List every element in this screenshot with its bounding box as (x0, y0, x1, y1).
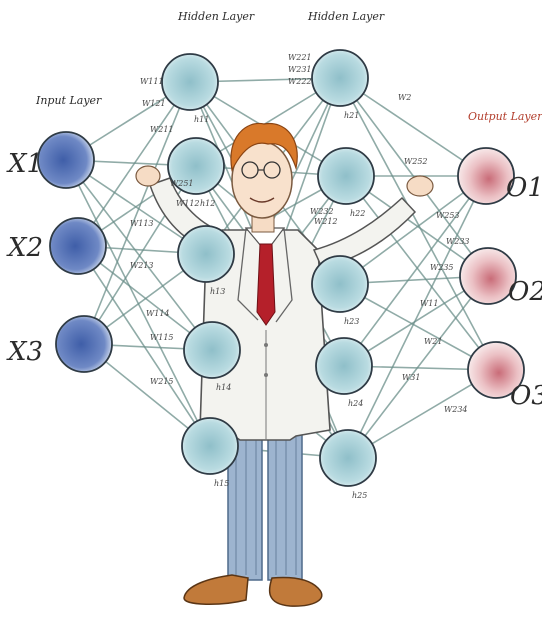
connection-line (77, 81, 191, 247)
connection-line (339, 175, 487, 285)
weight-label: W111 (140, 77, 164, 86)
hidden1-node-label: h13 (210, 287, 225, 296)
left-hand (135, 165, 161, 187)
weight-label: W212 (314, 217, 338, 226)
weight-label: W235 (430, 263, 454, 272)
hidden2-node (311, 255, 369, 313)
weight-label: W215 (150, 377, 174, 386)
input-label-x3: X3 (6, 337, 43, 367)
tie (256, 243, 276, 326)
input-node (49, 217, 107, 275)
connection-line (339, 283, 497, 371)
connection-line (65, 159, 211, 447)
weight-label: W11 (420, 299, 438, 308)
left-shoe (183, 574, 249, 606)
hidden1-node (181, 417, 239, 475)
hidden2-node-label: h23 (344, 317, 359, 326)
hidden2-node (311, 49, 369, 107)
weight-label: W121 (142, 99, 166, 108)
connection-line (347, 175, 487, 459)
scientist-figure (135, 122, 434, 607)
connection-line (345, 175, 497, 371)
weight-label: W221 (288, 53, 312, 62)
hidden1-node (167, 137, 225, 195)
hidden-layer-1-title-line1: Hidden Layer (177, 10, 255, 23)
output-label-o1: O1 (506, 173, 542, 203)
connection-line (347, 275, 489, 459)
hidden-layer-2-title: Hidden Layer (307, 10, 385, 23)
hidden2-node-label: h21 (344, 111, 359, 120)
hidden2-node (315, 337, 373, 395)
output-layer-title: Output Layer (468, 110, 542, 123)
weight-label: W222 (288, 77, 312, 86)
hidden1-node (183, 321, 241, 379)
hidden1-node-label: h11 (194, 115, 209, 124)
input-node (37, 131, 95, 189)
weight-label: W21 (424, 337, 442, 346)
input-layer-title: Input Layer (35, 94, 102, 107)
connection-line (83, 81, 191, 345)
hidden1-node-label: h12 (200, 199, 215, 208)
hidden2-node-label: h22 (350, 209, 365, 218)
input-label-x2: X2 (6, 233, 43, 263)
input-node (55, 315, 113, 373)
right-hand (406, 175, 434, 197)
connection-line (339, 77, 487, 177)
connection-line (339, 77, 497, 371)
weight-label: W114 (146, 309, 170, 318)
hidden2-node-label: h25 (352, 491, 367, 500)
hair (230, 122, 298, 172)
weight-label: W115 (150, 333, 174, 342)
hidden1-node (177, 225, 235, 283)
weight-label: W112 (176, 199, 200, 208)
weight-label: W232 (310, 207, 334, 216)
weight-label: W253 (436, 211, 460, 220)
connection-line (345, 175, 489, 277)
hidden2-node (317, 147, 375, 205)
output-label-o3: O3 (510, 381, 542, 411)
input-label-x1: X1 (6, 149, 43, 179)
weight-label: W251 (170, 179, 194, 188)
weight-label: W213 (130, 261, 154, 270)
output-label-o2: O2 (508, 277, 542, 307)
weight-label: W211 (150, 125, 174, 134)
hidden1-node-label: h15 (214, 479, 229, 488)
hidden1-node-label: h14 (216, 383, 231, 392)
neuron-nodes: h11 h12 h13 h14 h15 h21 h22 h23 h24 h25 (37, 49, 525, 500)
connection-line (77, 245, 211, 447)
hidden2-node (319, 429, 377, 487)
weight-label: W231 (288, 65, 312, 74)
right-shoe (268, 576, 323, 607)
weight-label: W233 (446, 237, 470, 246)
hidden2-node-label: h24 (348, 399, 363, 408)
weight-label: W31 (402, 373, 420, 382)
connection-line (343, 175, 487, 367)
right-leg (267, 419, 303, 581)
output-node (467, 341, 525, 399)
weight-label: W234 (444, 405, 468, 414)
output-node (457, 147, 515, 205)
output-node (459, 247, 517, 305)
weight-label: W2 (398, 93, 411, 102)
hidden1-node (161, 53, 219, 111)
weight-label: W252 (404, 157, 428, 166)
connection-line (65, 159, 213, 351)
weight-label: W113 (130, 219, 154, 228)
